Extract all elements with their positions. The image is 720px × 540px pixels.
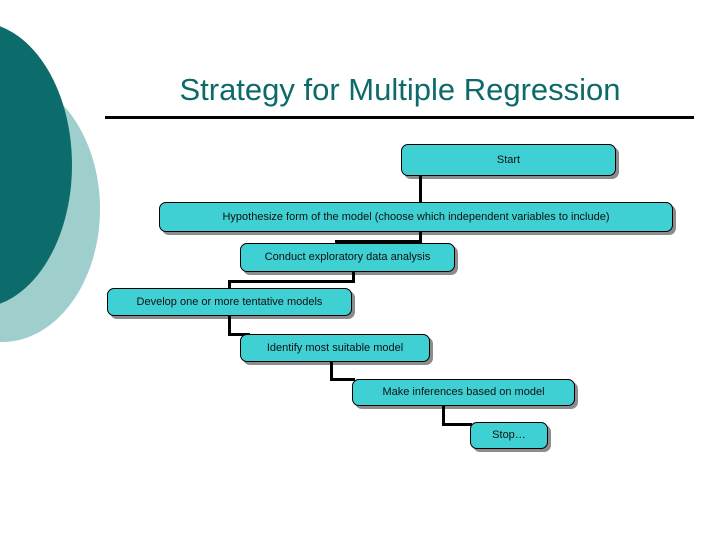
connector-identify-to-inferences-horizontal — [330, 378, 355, 381]
flow-node-eda-label: Conduct exploratory data analysis — [264, 251, 431, 263]
connector-eda-to-develop-vertical — [352, 272, 355, 283]
flow-node-develop[interactable]: Develop one or more tentative models — [107, 288, 352, 316]
flow-node-inferences[interactable]: Make inferences based on model — [352, 379, 575, 406]
connector-identify-to-inferences-vertical — [330, 362, 333, 381]
connector-eda-to-develop-drop — [228, 280, 231, 289]
connector-hypothesize-to-eda-horizontal — [335, 240, 422, 243]
flow-node-inferences-label: Make inferences based on model — [382, 386, 545, 398]
connector-develop-to-identify-horizontal — [228, 333, 250, 336]
connector-hypothesize-to-eda-vertical — [419, 232, 422, 243]
flow-node-start-label: Start — [496, 153, 521, 166]
flow-node-develop-label: Develop one or more tentative models — [136, 295, 323, 308]
connector-eda-to-develop-horizontal — [228, 280, 355, 283]
flow-node-start[interactable]: Start — [401, 144, 616, 176]
connector-inferences-to-stop-horizontal — [442, 423, 472, 426]
flow-node-eda[interactable]: Conduct exploratory data analysis — [240, 243, 455, 272]
connector-develop-to-identify-vertical — [228, 316, 231, 336]
title-underline-divider — [105, 116, 694, 119]
flow-node-stop-label: Stop… — [492, 429, 526, 441]
connector-start-to-hypothesize — [419, 176, 422, 203]
page-title: Strategy for Multiple Regression — [179, 72, 621, 107]
flow-node-hypothesize[interactable]: Hypothesize form of the model (choose wh… — [159, 202, 673, 232]
connector-inferences-to-stop-vertical — [442, 406, 445, 426]
flow-node-identify-label: Identify most suitable model — [266, 341, 404, 354]
flow-node-identify[interactable]: Identify most suitable model — [240, 334, 430, 362]
flow-node-stop[interactable]: Stop… — [470, 422, 548, 449]
flow-node-hypothesize-label: Hypothesize form of the model (choose wh… — [222, 210, 610, 223]
